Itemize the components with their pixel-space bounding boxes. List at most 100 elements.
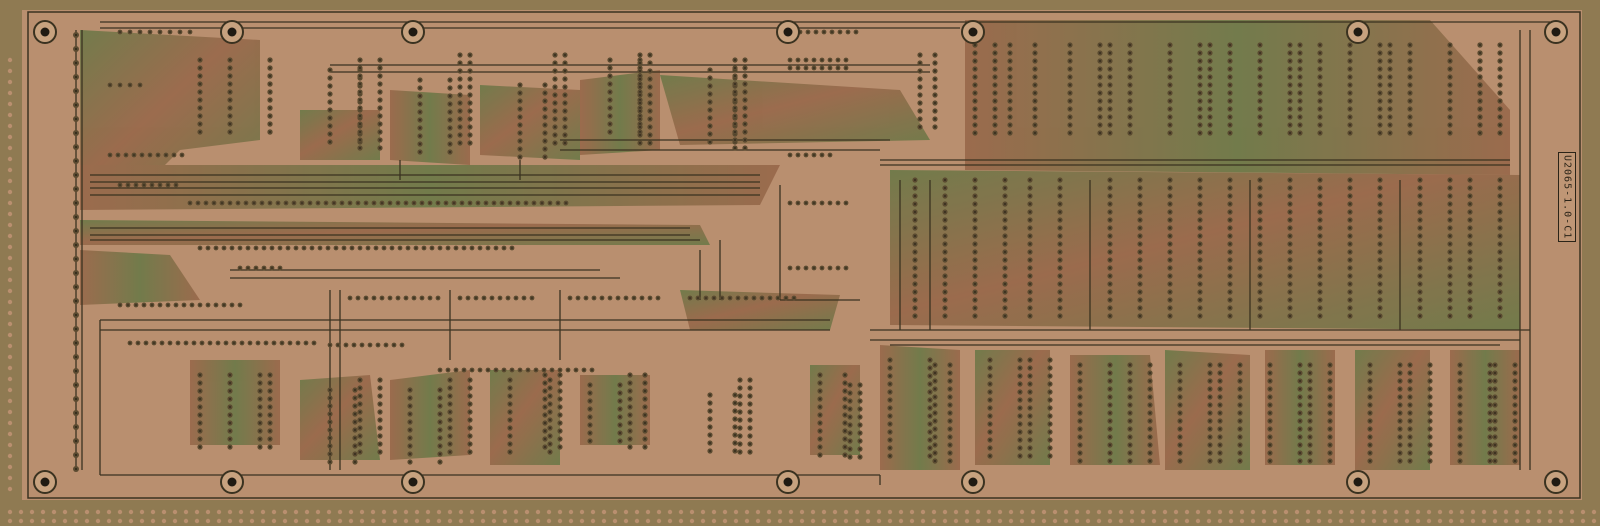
via-icon bbox=[1558, 509, 1564, 515]
via-icon bbox=[1030, 518, 1036, 524]
via-icon bbox=[821, 518, 827, 524]
via-icon bbox=[425, 509, 431, 515]
via-icon bbox=[1195, 518, 1201, 524]
via-icon bbox=[381, 518, 387, 524]
ic-footprint-icon bbox=[407, 387, 443, 465]
via-icon bbox=[612, 518, 618, 524]
via-icon bbox=[612, 509, 618, 515]
via-icon bbox=[975, 509, 981, 515]
via-icon bbox=[876, 509, 882, 515]
via-icon bbox=[18, 518, 24, 524]
ic-footprint-icon bbox=[1267, 362, 1303, 464]
mounting-hole-icon bbox=[220, 470, 244, 494]
ic-footprint-icon bbox=[1077, 362, 1113, 464]
via-icon bbox=[1008, 509, 1014, 515]
via-icon bbox=[568, 509, 574, 515]
ic-footprint-icon bbox=[797, 29, 859, 35]
via-icon bbox=[568, 518, 574, 524]
via-icon bbox=[1382, 509, 1388, 515]
ic-footprint-icon bbox=[787, 265, 849, 271]
via-icon bbox=[1426, 509, 1432, 515]
via-icon bbox=[205, 509, 211, 515]
via-icon bbox=[634, 509, 640, 515]
via-icon bbox=[7, 420, 13, 426]
via-icon bbox=[1569, 518, 1575, 524]
via-icon bbox=[1305, 518, 1311, 524]
via-icon bbox=[348, 518, 354, 524]
via-icon bbox=[766, 509, 772, 515]
via-icon bbox=[7, 442, 13, 448]
via-icon bbox=[7, 101, 13, 107]
via-icon bbox=[1547, 509, 1553, 515]
via-icon bbox=[315, 509, 321, 515]
via-icon bbox=[1305, 509, 1311, 515]
via-icon bbox=[744, 518, 750, 524]
via-icon bbox=[876, 518, 882, 524]
via-icon bbox=[733, 509, 739, 515]
via-icon bbox=[1404, 509, 1410, 515]
ic-footprint-icon bbox=[787, 57, 849, 63]
via-icon bbox=[1129, 518, 1135, 524]
via-icon bbox=[7, 475, 13, 481]
ic-footprint-icon bbox=[1167, 177, 1203, 319]
ic-footprint-icon bbox=[457, 295, 535, 301]
via-icon bbox=[491, 518, 497, 524]
via-icon bbox=[1360, 509, 1366, 515]
mounting-hole-icon bbox=[33, 470, 57, 494]
via-icon bbox=[62, 518, 68, 524]
via-icon bbox=[73, 509, 79, 515]
via-icon bbox=[524, 518, 530, 524]
via-icon bbox=[1283, 509, 1289, 515]
via-icon bbox=[7, 288, 13, 294]
via-icon bbox=[7, 255, 13, 261]
via-icon bbox=[601, 509, 607, 515]
via-icon bbox=[1448, 509, 1454, 515]
ic-footprint-icon bbox=[1027, 177, 1063, 319]
via-icon bbox=[1118, 518, 1124, 524]
via-icon bbox=[1294, 518, 1300, 524]
ic-footprint-icon bbox=[197, 245, 515, 251]
via-icon bbox=[7, 343, 13, 349]
via-icon bbox=[29, 518, 35, 524]
via-icon bbox=[524, 509, 530, 515]
via-icon bbox=[975, 518, 981, 524]
via-icon bbox=[469, 509, 475, 515]
via-icon bbox=[7, 90, 13, 96]
via-icon bbox=[128, 509, 134, 515]
via-icon bbox=[1239, 518, 1245, 524]
via-icon bbox=[579, 518, 585, 524]
via-icon bbox=[1206, 509, 1212, 515]
via-icon bbox=[678, 509, 684, 515]
via-icon bbox=[1228, 518, 1234, 524]
via-icon bbox=[216, 509, 222, 515]
via-icon bbox=[359, 518, 365, 524]
via-icon bbox=[502, 509, 508, 515]
via-icon bbox=[1514, 509, 1520, 515]
via-icon bbox=[1283, 518, 1289, 524]
via-icon bbox=[645, 509, 651, 515]
via-icon bbox=[1041, 518, 1047, 524]
via-icon bbox=[1250, 518, 1256, 524]
via-icon bbox=[7, 57, 13, 63]
via-icon bbox=[172, 518, 178, 524]
via-icon bbox=[7, 509, 13, 515]
via-icon bbox=[623, 518, 629, 524]
ic-footprint-icon bbox=[542, 372, 563, 450]
via-icon bbox=[293, 518, 299, 524]
ic-footprint-icon bbox=[912, 177, 948, 319]
via-icon bbox=[1250, 509, 1256, 515]
via-icon bbox=[1316, 509, 1322, 515]
via-icon bbox=[491, 509, 497, 515]
via-icon bbox=[722, 509, 728, 515]
via-icon bbox=[1008, 518, 1014, 524]
ic-footprint-icon bbox=[327, 387, 358, 465]
via-icon bbox=[139, 518, 145, 524]
via-icon bbox=[1569, 509, 1575, 515]
via-icon bbox=[656, 518, 662, 524]
via-icon bbox=[810, 509, 816, 515]
via-icon bbox=[73, 518, 79, 524]
via-icon bbox=[106, 518, 112, 524]
via-icon bbox=[414, 509, 420, 515]
via-icon bbox=[7, 486, 13, 492]
